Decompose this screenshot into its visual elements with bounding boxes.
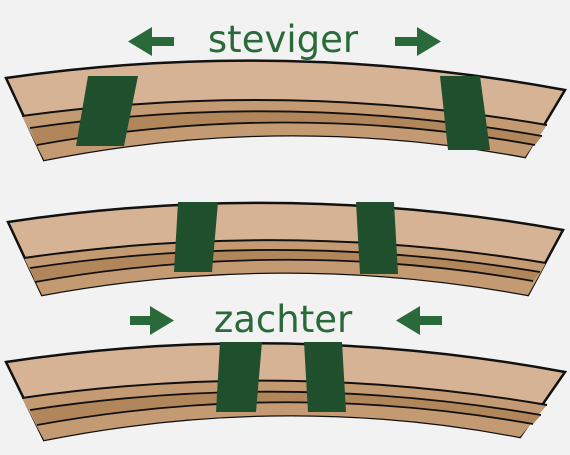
slat-medium xyxy=(6,201,565,297)
label-softer-text: zachter xyxy=(214,298,353,341)
arrow-right-icon xyxy=(395,27,441,56)
arrow-left-icon xyxy=(396,306,442,335)
slat-stiff-band-right xyxy=(440,76,490,150)
arrow-right-icon xyxy=(130,306,174,335)
slat-medium-band-left xyxy=(174,202,218,272)
slat-soft xyxy=(4,341,568,442)
label-softer: zachter xyxy=(130,298,442,341)
slat-soft-band-right xyxy=(304,342,346,412)
slat-medium-groove xyxy=(30,249,540,282)
label-stiffer-text: steviger xyxy=(208,18,359,61)
slat-medium-band-right xyxy=(356,202,398,274)
arrow-left-icon xyxy=(128,27,174,56)
slat-soft-band-left xyxy=(216,342,262,412)
slat-soft-groove xyxy=(30,391,541,425)
slat-stiff-band-left xyxy=(76,76,138,146)
slat-stiff-groove xyxy=(30,111,542,145)
slat-stiff xyxy=(4,59,567,162)
label-stiffer: steviger xyxy=(128,18,441,61)
